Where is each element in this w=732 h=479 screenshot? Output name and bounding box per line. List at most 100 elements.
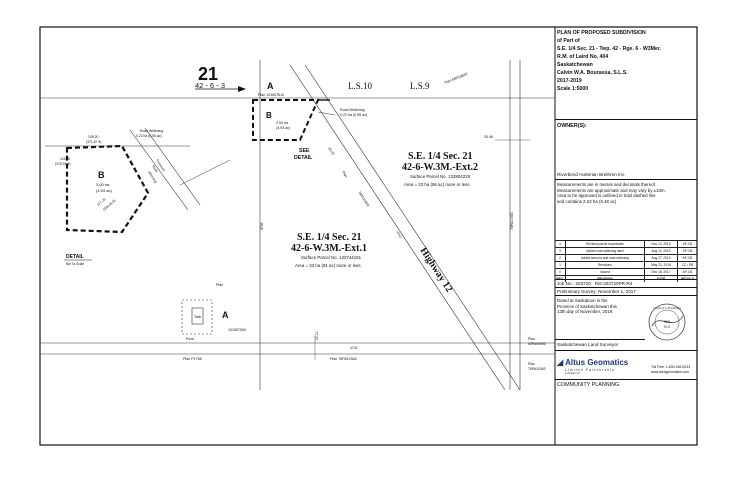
company-name: ◢ Altus Geomatics bbox=[557, 358, 647, 368]
detail-b-label: B bbox=[98, 170, 105, 180]
company-sub: Limited Partnership bbox=[565, 368, 615, 372]
title-line-5: Saskatchewan bbox=[557, 62, 593, 69]
divider-logo bbox=[555, 350, 697, 351]
notes: Measurements are in metres and decimals … bbox=[557, 182, 695, 205]
signature-line bbox=[555, 339, 645, 340]
section-code: 42 - 6 - 3 bbox=[195, 81, 225, 90]
detail-rw-area: 0.22 ha (0.55 ac) bbox=[136, 134, 162, 138]
divider-community bbox=[555, 379, 697, 380]
plan-diag-label: Plan bbox=[341, 170, 348, 178]
title-block: PLAN OF PROPOSED SUBDIVISION of Part of … bbox=[555, 27, 697, 445]
surveyor-label: Saskatchewan Land Surveyor bbox=[557, 342, 619, 347]
sheet-border bbox=[39, 26, 698, 446]
note-3: Area to be approved is outlined in bold … bbox=[557, 193, 656, 199]
section-arrow-icon bbox=[238, 86, 246, 92]
see-detail-1: SEE bbox=[299, 148, 310, 154]
owner-label: OWNER(S): bbox=[557, 123, 587, 129]
job-file: File:203720PR-R4 bbox=[594, 281, 633, 286]
company-logo: ◢ Altus Geomatics Limited Partnership a … bbox=[557, 358, 647, 376]
plan-r1b-label: 65PA06956 bbox=[528, 342, 546, 346]
road-widening-label: Road Widening bbox=[340, 108, 365, 112]
ext1-area: Area = 33 ha (81 ac) more or less bbox=[295, 263, 361, 268]
dated-block: Dated at Saskatoon in the Province of Sa… bbox=[557, 298, 647, 315]
seal-top-text: CALVIN W.A. BOURASSA bbox=[653, 307, 682, 310]
plan-101-label: 101507509 bbox=[228, 328, 246, 332]
parcel-b-area: 2.00 ha bbox=[276, 121, 288, 125]
road-widening-leader bbox=[317, 111, 336, 116]
title-line-7: 2017-2019 bbox=[557, 78, 582, 85]
parcel-b-area-ac: (4.93 ac) bbox=[276, 126, 290, 130]
plan-r1-label: Plan bbox=[528, 337, 535, 341]
title-line-4: R.M. of Laird No. 404 bbox=[557, 54, 609, 61]
dim-4742-south: 4742 bbox=[350, 346, 358, 350]
title-line-3: S.E. 1/4 Sec. 21 - Twp. 42 - Rge. 6 - W3… bbox=[557, 46, 661, 53]
divider-owner bbox=[555, 119, 697, 120]
plan-78pa-label: Plan 78PA10363 bbox=[330, 357, 357, 361]
highway-edge-2 bbox=[304, 64, 521, 391]
section-number: 21 bbox=[198, 64, 218, 84]
road-widening-area: 0.22 ha (0.55 ac) bbox=[340, 113, 367, 117]
note-1: Measurements are in metres and decimals … bbox=[557, 182, 657, 187]
detail-subtitle: Not To Scale bbox=[66, 262, 84, 266]
dated-line-1: Dated at Saskatoon in the bbox=[557, 298, 608, 303]
detail-dim-bot: 117.18 bbox=[96, 197, 106, 207]
detail-highway-line-1 bbox=[129, 129, 189, 211]
tank-label: Tank bbox=[194, 315, 201, 319]
tank-outline bbox=[191, 307, 204, 325]
highway-label: Highway 12 bbox=[417, 246, 454, 295]
ext2-title-2: 42-6-W.3M.-Ext.2 bbox=[402, 162, 478, 173]
ext2-parcel: Surface Parcel No. 132904229 bbox=[410, 174, 471, 179]
dim-2545: 25.45 bbox=[327, 146, 335, 155]
plan-p1758-label: Plan P1758 bbox=[183, 357, 202, 361]
contact-web: www.altusgeomatics.com bbox=[651, 369, 690, 374]
plan-top-label: Plan 101507610 bbox=[258, 93, 284, 97]
ext2-title-1: S.E. 1/4 Sec. 21 bbox=[408, 151, 472, 162]
dated-line-3: 13th day of November, 2019. bbox=[557, 309, 614, 315]
note-2: Measurements are approximate and may var… bbox=[557, 187, 666, 193]
detail-dim-top: 139.20 bbox=[88, 135, 98, 139]
community-planning-label: COMMUNITY PLANNING bbox=[557, 382, 620, 388]
plan-78pa-diag: 78PA10363 bbox=[357, 190, 370, 207]
detail-dim-left: 115.50 bbox=[60, 157, 70, 161]
divider-job bbox=[555, 279, 697, 280]
company-tag: a division of ... bbox=[565, 371, 583, 376]
title-line-1: PLAN OF PROPOSED SUBDIVISION bbox=[557, 30, 646, 36]
company-name-text: Altus Geomatics bbox=[565, 358, 629, 367]
parcel-a-label-top: A bbox=[267, 81, 274, 91]
plan-se-label: Plan 59P10625 bbox=[444, 72, 468, 85]
job-number: Job No.: 203720 bbox=[557, 281, 591, 286]
plan-left-label: Plan bbox=[216, 283, 223, 287]
dim-4742-diag: 4742 bbox=[395, 230, 403, 239]
preliminary-survey: Preliminary Survey: November 1, 2017 bbox=[557, 289, 636, 294]
dated-line-2: Province of Saskatchewan this bbox=[557, 303, 617, 309]
ls9-label: L.S.9 bbox=[410, 81, 430, 91]
ext1-title-1: S.E. 1/4 Sec. 21 bbox=[297, 232, 361, 243]
divider-notes bbox=[555, 179, 697, 180]
surveyor-seal-icon: CALVIN W.A. BOURASSA 365 SLS bbox=[648, 303, 686, 341]
detail-proposed-widening: Widening bbox=[147, 170, 158, 184]
dim-4742-vert: 4742 bbox=[260, 222, 264, 230]
note-4: and contains 2.22 ha (5.48 ac) bbox=[557, 199, 617, 205]
parcel-a-label-left: A bbox=[222, 310, 229, 320]
detail-title: DETAIL bbox=[66, 254, 84, 260]
dim-3046: 30.46 bbox=[484, 135, 493, 139]
dim-2012: 20.12 bbox=[315, 331, 319, 340]
see-detail-2: DETAIL bbox=[294, 155, 313, 161]
logo-mark-icon: ◢ bbox=[557, 358, 564, 367]
plan-r2b-label: 78PA10363 bbox=[528, 367, 546, 371]
parcel-b-boundary bbox=[252, 99, 320, 141]
ext1-title-2: 42-6-W.3M.-Ext.1 bbox=[291, 243, 367, 254]
title-line-6: Calvin W.A. Bourassa, S.L.S. bbox=[557, 70, 628, 77]
parcel-b-label: B bbox=[266, 111, 272, 120]
contact-phone: Toll Free: 1-800-465-6233 bbox=[651, 365, 691, 369]
divider-pre bbox=[555, 287, 697, 288]
ls10-label: L.S.10 bbox=[348, 81, 373, 91]
detail-dim-top-ft: (371.67 ft) bbox=[86, 140, 101, 144]
pond-label: Pond bbox=[186, 337, 194, 341]
